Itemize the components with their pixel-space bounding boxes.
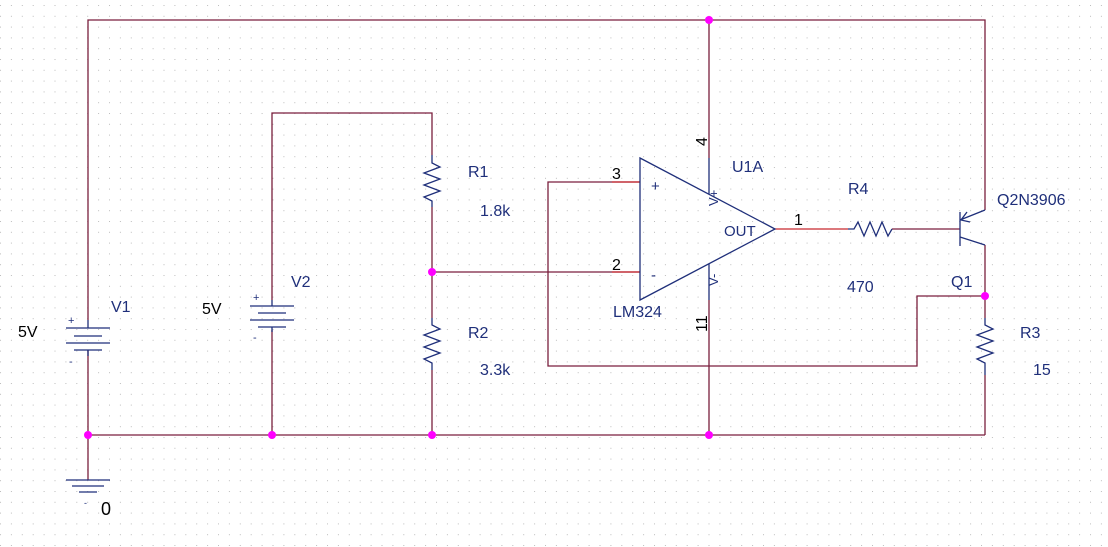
r2-ref-label: R2 xyxy=(468,325,489,342)
battery-v1[interactable]: + - xyxy=(66,315,110,368)
junctions xyxy=(84,16,989,439)
v1-minus-sign: - xyxy=(69,356,73,368)
battery-v2[interactable]: + - xyxy=(250,292,294,344)
opamp-u1a[interactable]: + - V+ V- OUT xyxy=(639,156,777,302)
junction-ground-v2[interactable] xyxy=(268,431,276,439)
transistor-q1[interactable] xyxy=(959,209,986,246)
r3-ref-label: R3 xyxy=(1020,325,1041,342)
pin-leads xyxy=(612,181,848,273)
junction-ground-r2[interactable] xyxy=(428,431,436,439)
opamp-pin2-label: 2 xyxy=(612,257,621,274)
junction-ground-vneg[interactable] xyxy=(705,431,713,439)
opamp-pin11-label: 11 xyxy=(694,315,711,332)
junction-top[interactable] xyxy=(705,16,713,24)
r1-ref-label: R1 xyxy=(468,164,489,181)
v2-plus-sign: + xyxy=(253,292,259,304)
resistor-r2[interactable] xyxy=(422,318,442,370)
opamp-out-label: OUT xyxy=(724,223,756,240)
junction-divider[interactable] xyxy=(428,268,436,276)
r4-ref-label: R4 xyxy=(848,181,869,198)
opamp-pin3-label: 3 xyxy=(612,166,621,183)
v1-plus-sign: + xyxy=(68,315,74,327)
v2-minus-sign: - xyxy=(253,332,257,344)
resistor-r1[interactable] xyxy=(422,155,442,207)
opamp-vpos-label: V+ xyxy=(706,190,721,206)
q1-part-label: Q2N3906 xyxy=(997,192,1066,209)
r3-value-label: 15 xyxy=(1033,362,1051,379)
opamp-pin1-label: 1 xyxy=(794,212,803,229)
opamp-ref-label: U1A xyxy=(732,159,763,176)
opamp-plus-symbol: + xyxy=(651,178,660,195)
ground-minus-sign: - xyxy=(84,498,87,508)
v1-ref-label: V1 xyxy=(111,299,131,316)
opamp-vneg-label: V- xyxy=(706,274,721,286)
resistor-r4[interactable] xyxy=(848,220,893,238)
q1-ref-label: Q1 xyxy=(951,274,972,291)
junction-emitter[interactable] xyxy=(981,292,989,300)
wire-v2-top[interactable] xyxy=(271,112,433,300)
r1-value-label: 1.8k xyxy=(480,203,511,220)
r2-value-label: 3.3k xyxy=(480,362,511,379)
wires xyxy=(87,19,986,480)
r4-value-label: 470 xyxy=(847,279,874,296)
v1-value-label: 5V xyxy=(18,324,38,341)
v2-value-label: 5V xyxy=(202,301,222,318)
ground-symbol[interactable]: - xyxy=(66,479,110,508)
opamp-minus-symbol: - xyxy=(651,267,656,284)
wire-feedback-loop[interactable] xyxy=(547,181,985,367)
junction-ground-v1[interactable] xyxy=(84,431,92,439)
ground-net-label: 0 xyxy=(101,499,111,519)
v2-ref-label: V2 xyxy=(291,274,311,291)
wire-top-rail[interactable] xyxy=(87,19,986,320)
opamp-part-label: LM324 xyxy=(613,304,662,321)
opamp-pin4-label: 4 xyxy=(694,137,711,146)
